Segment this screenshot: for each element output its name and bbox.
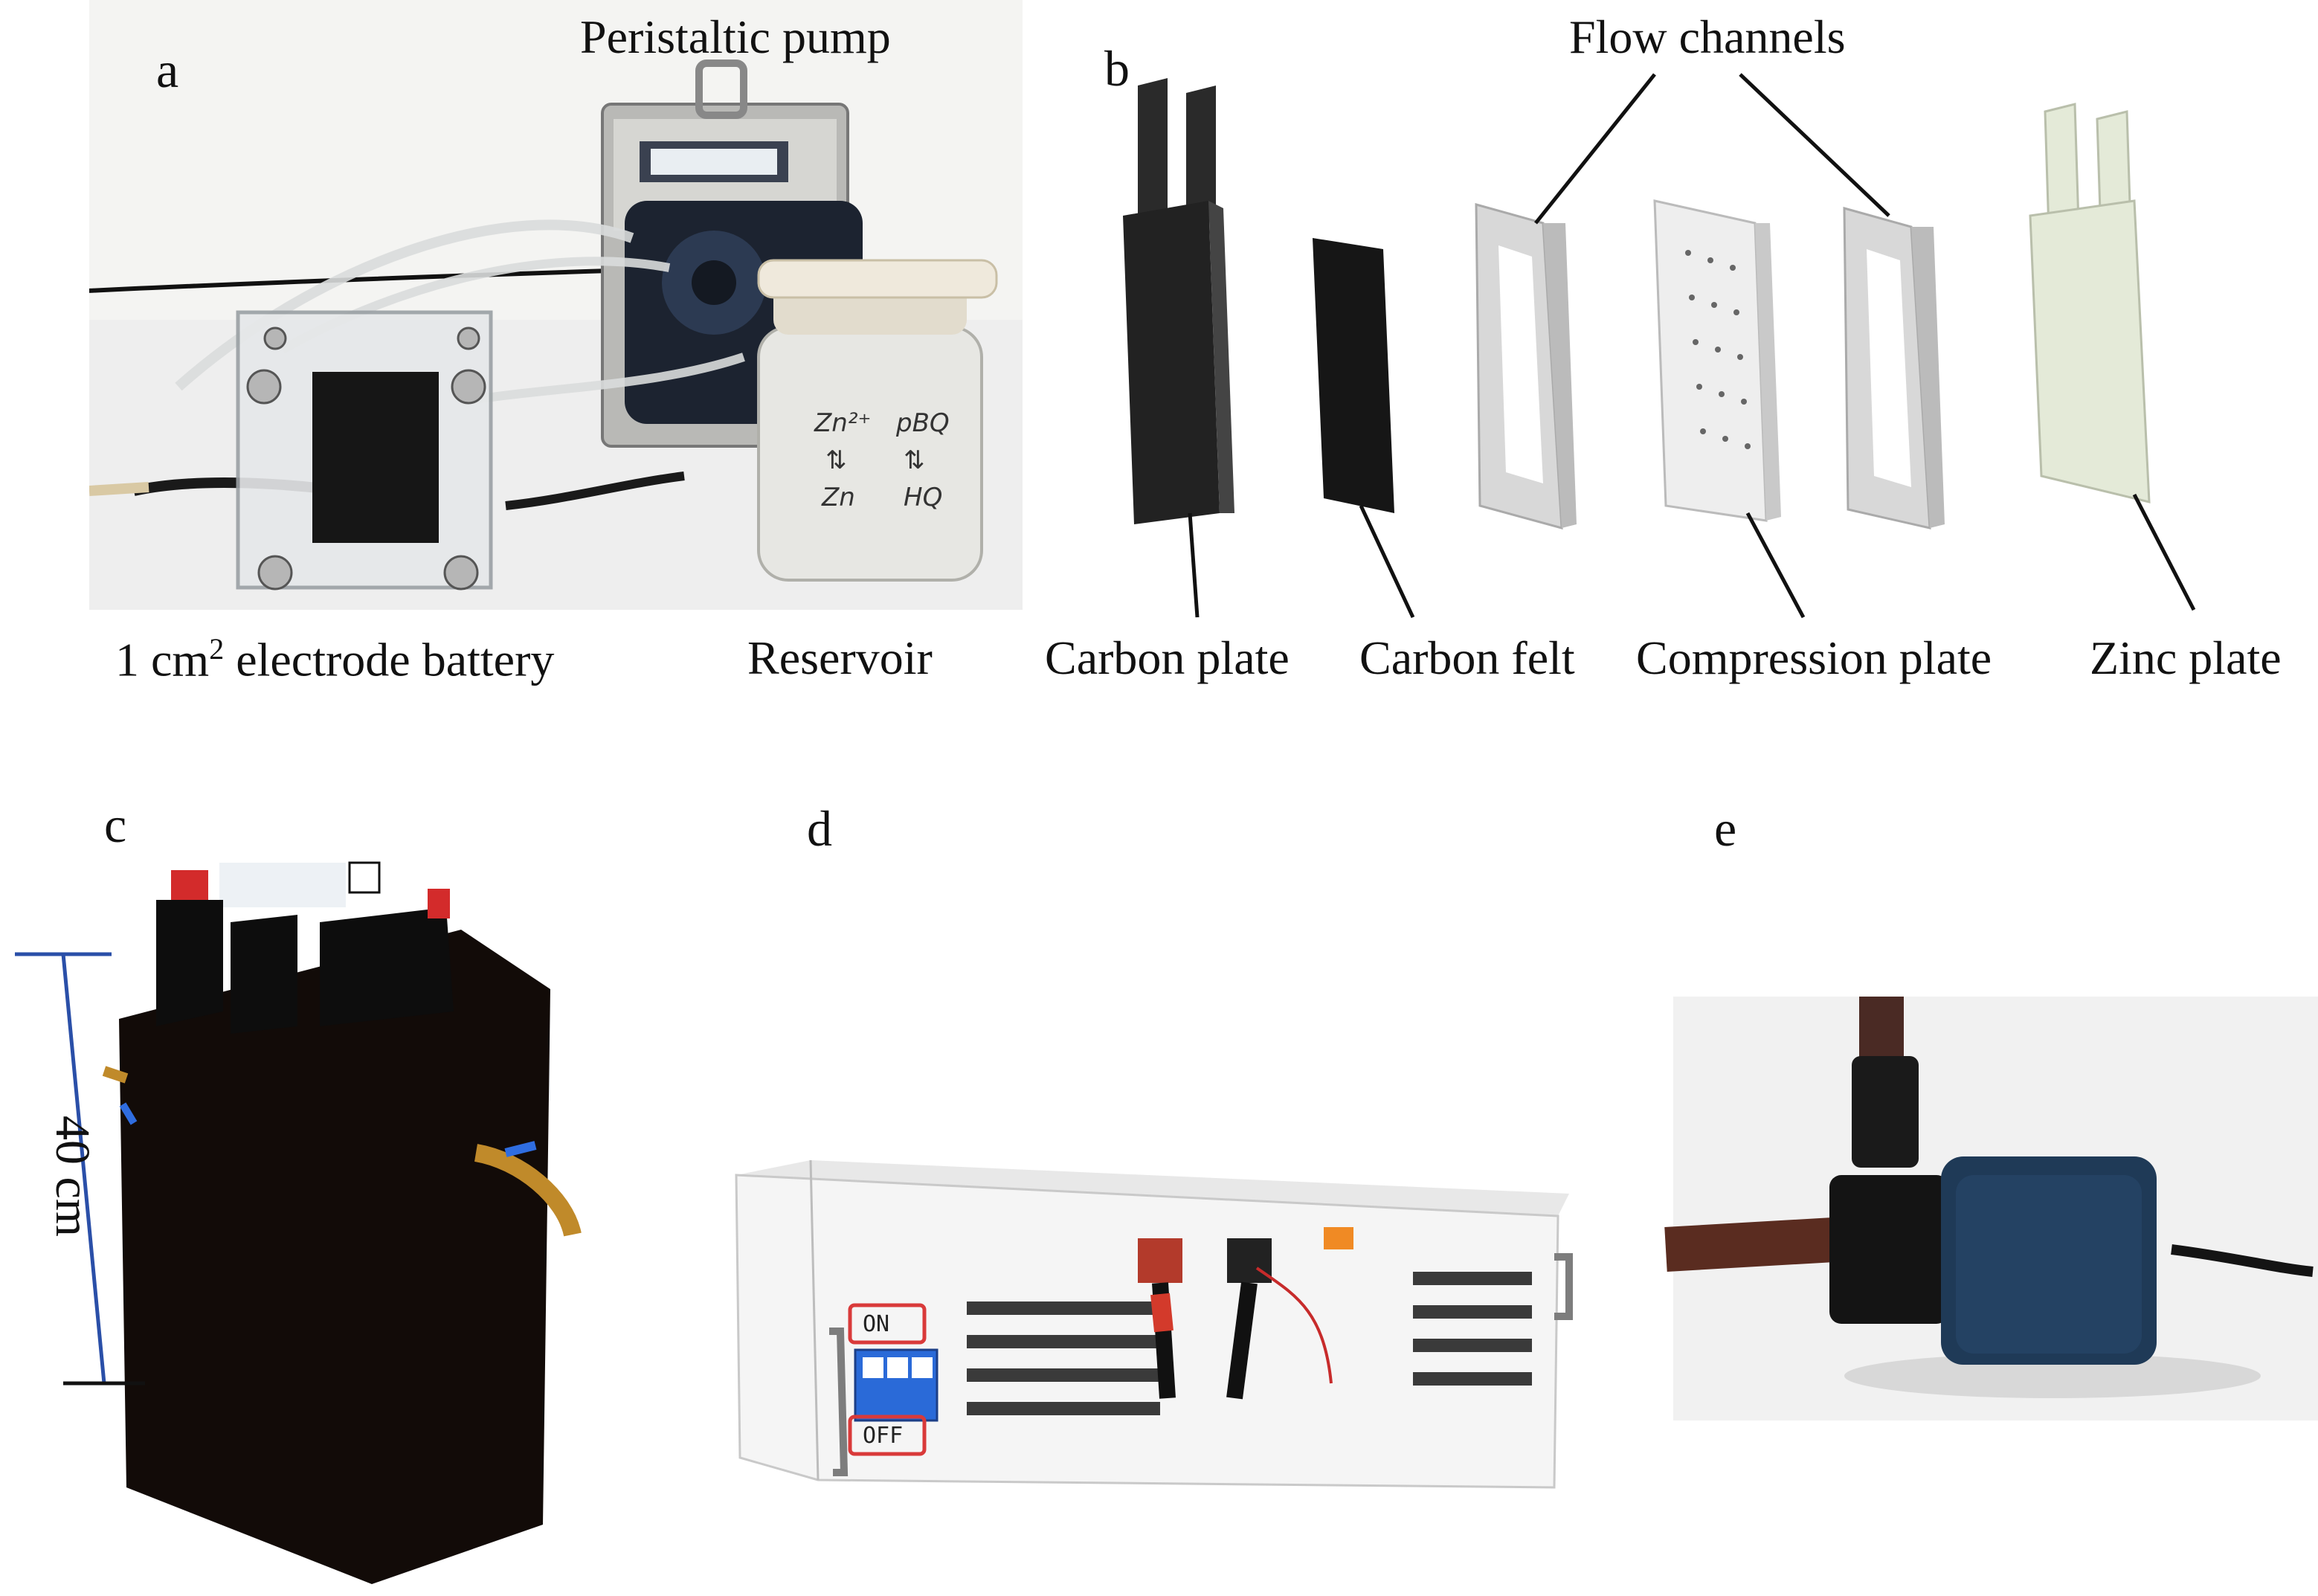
- electrode-battery-prefix: 1 cm: [115, 633, 210, 686]
- carbon-plate-part: [1123, 78, 1234, 524]
- breaker-off-label: OFF: [863, 1423, 904, 1449]
- zinc-plate-label: Zinc plate: [2090, 631, 2282, 684]
- panel-c-letter: c: [104, 797, 127, 853]
- compression-plate-part: [1653, 199, 1781, 522]
- bottle-writing-hq: HQ: [904, 483, 942, 512]
- electrode-battery-superscript: 2: [209, 632, 225, 666]
- panel-b-letter: b: [1104, 40, 1130, 97]
- dimension-40cm-indicator: [15, 952, 145, 1386]
- flow-channel-2-part: [1843, 207, 1945, 530]
- panel-a-letter: a: [156, 42, 179, 98]
- electrode-battery-label: 1 cm2 electrode battery: [115, 634, 554, 683]
- flow-channel-1-part: [1475, 203, 1577, 530]
- carbon-plate-label: Carbon plate: [1045, 631, 1290, 684]
- bottle-writing-pbq: pBQ: [895, 408, 950, 438]
- panel-a-illustration: Zn²⁺ pBQ ⇅ ⇅ Zn HQ: [89, 59, 1023, 610]
- peristaltic-pump-label: Peristaltic pump: [580, 10, 891, 63]
- bottle-writing-arrow-right: ⇅: [904, 445, 925, 475]
- breaker-on-label: ON: [863, 1311, 890, 1337]
- bottle-writing-arrow-left: ⇅: [825, 445, 847, 475]
- carbon-felt-label: Carbon felt: [1359, 631, 1575, 684]
- flow-channels-label: Flow channels: [1569, 10, 1846, 63]
- electrode-battery-suffix: electrode battery: [224, 633, 555, 686]
- panel-e-letter: e: [1714, 800, 1737, 857]
- reservoir-label: Reservoir: [747, 631, 933, 684]
- panel-a-photo: Zn²⁺ pBQ ⇅ ⇅ Zn HQ: [89, 0, 1023, 610]
- carbon-felt-part: [1313, 238, 1394, 513]
- zinc-plate-part: [2029, 103, 2151, 503]
- bottle-writing-zn2: Zn²⁺: [814, 408, 871, 438]
- compression-plate-label: Compression plate: [1636, 631, 1992, 684]
- bottle-writing-zn: Zn: [821, 483, 855, 512]
- panel-d-letter: d: [807, 800, 832, 857]
